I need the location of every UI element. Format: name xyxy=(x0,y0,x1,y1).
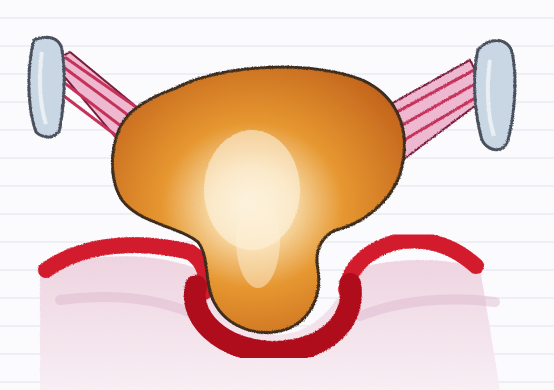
left-clip xyxy=(29,37,64,137)
right-clip xyxy=(475,40,515,149)
